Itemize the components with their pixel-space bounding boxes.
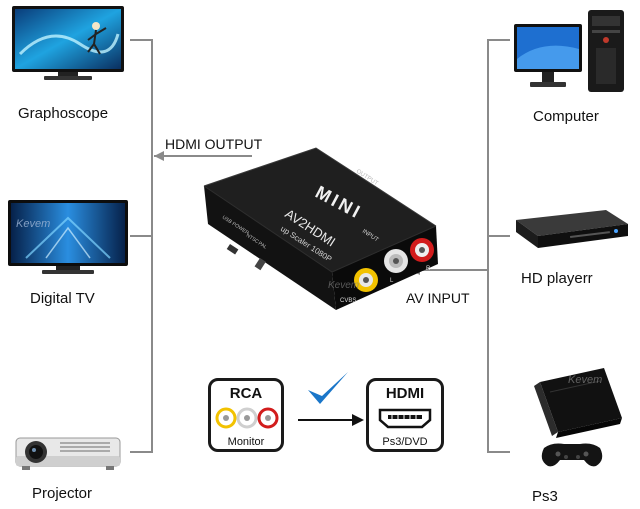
l-label: L xyxy=(390,278,394,284)
hdmi-output-arrowhead xyxy=(154,151,164,161)
left-bracket-line xyxy=(130,39,153,453)
pal-label: PAL xyxy=(257,241,268,251)
hdmi-output-label: HDMI OUTPUT xyxy=(165,136,263,152)
right-bracket-line xyxy=(487,39,510,453)
arrow-right-icon xyxy=(298,414,364,426)
rca-box: RCA Monitor xyxy=(208,378,284,452)
device-label-projector: Projector xyxy=(32,485,93,502)
game-console-icon xyxy=(534,368,622,467)
rca-port-red[interactable] xyxy=(410,238,434,262)
device-label-hd-player: HD playerr xyxy=(521,270,593,287)
device-label-computer: Computer xyxy=(533,108,599,125)
av2hdmi-converter: MINI AV2HDMI up Scaler 1080P OUTPUT INPU… xyxy=(203,147,438,310)
hdmi-port-icon xyxy=(378,408,432,429)
tv-icon xyxy=(12,6,124,80)
rca-port-yellow[interactable] xyxy=(354,268,378,292)
watermark: Kevem xyxy=(16,218,51,230)
device-label-digital-tv: Digital TV xyxy=(30,290,95,307)
rca-box-caption: Monitor xyxy=(227,436,265,448)
device-label-ps3: Ps3 xyxy=(532,488,558,505)
usb-power-port[interactable] xyxy=(226,244,239,255)
ntsc-pal-switch[interactable] xyxy=(254,258,266,271)
rca-box-title: RCA xyxy=(229,385,263,402)
hdmi-box-title: HDMI xyxy=(385,385,425,402)
device-label-graphoscope: Graphoscope xyxy=(18,105,109,122)
cvbs-label: CVBS xyxy=(340,298,356,304)
rca-port-white[interactable] xyxy=(384,249,408,273)
projector-icon xyxy=(15,437,121,470)
disc-player-icon xyxy=(516,210,628,248)
hdmi-box: HDMI Ps3/DVD xyxy=(366,378,444,452)
r-label: R xyxy=(426,266,431,272)
watermark: Kevem xyxy=(568,374,603,386)
computer-icon xyxy=(514,10,624,92)
rca-connectors-icon xyxy=(215,407,279,429)
checkmark-icon xyxy=(308,372,348,404)
av-input-label: AV INPUT xyxy=(406,290,470,306)
hdmi-box-caption: Ps3/DVD xyxy=(382,436,428,448)
tv-icon xyxy=(8,200,128,274)
watermark: Kevem xyxy=(328,280,359,291)
